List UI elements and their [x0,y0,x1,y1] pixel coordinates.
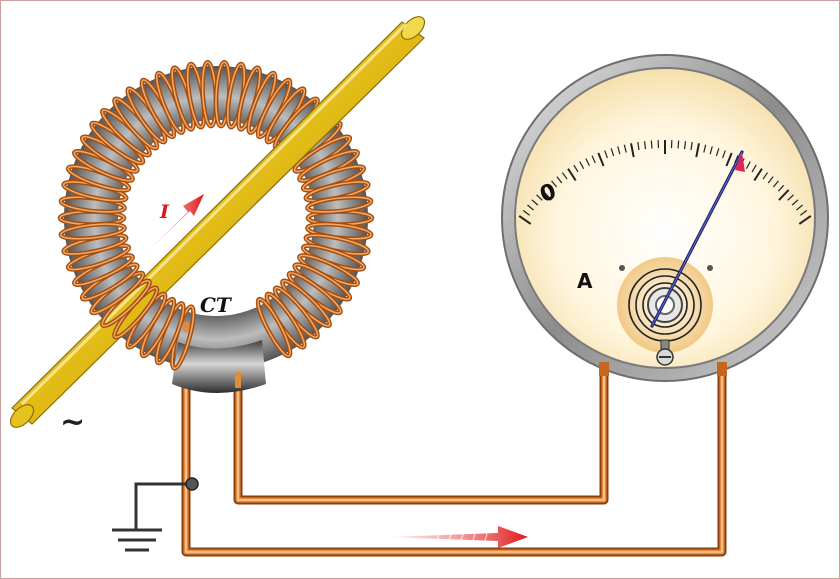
ac-source-symbol: ~ [60,405,85,440]
scale-minor-tick [637,142,640,151]
scale-minor-tick [522,209,530,216]
scale-minor-tick [623,144,627,153]
scale-minor-tick [722,150,726,159]
scale-minor-tick [791,199,799,206]
primary-current-arrow [134,194,204,264]
ground-junction-dot [185,477,199,491]
scale-minor-tick [551,180,558,188]
scale-minor-tick [591,155,596,164]
scale-minor-tick [677,140,680,149]
scale-minor-tick [527,204,535,211]
scale-minor-tick [573,164,579,173]
scale-minor-tick [772,180,779,188]
meter-terminal-right [717,362,727,376]
meter-unit-label: A [577,269,593,293]
scale-minor-tick [617,146,621,155]
scale-minor-tick [643,141,647,150]
scale-minor-tick [545,184,553,192]
meter-screw-left [619,265,625,271]
scale-minor-tick [709,146,713,155]
scale-minor-tick [579,161,585,170]
scale-minor-tick [777,184,785,192]
primary-conductor [9,16,426,428]
scale-minor-tick [795,204,803,211]
ammeter-dial-face [514,67,816,369]
meter-zero-label: 0 [537,179,559,208]
scale-minor-tick [762,172,769,180]
scale-major-tick [798,215,812,225]
scale-minor-tick [556,176,563,184]
scale-minor-tick [561,172,568,180]
current-label: I [159,201,170,223]
scale-minor-tick [650,140,653,149]
scale-minor-tick [604,150,608,159]
meter-screw-right [707,265,713,271]
ct-windings-front [58,221,196,371]
scale-major-tick [725,152,733,167]
scale-minor-tick [531,199,539,206]
scale-minor-tick [800,209,808,216]
winding-turn [306,196,372,213]
secondary-current-arrow [388,526,528,548]
scale-minor-tick [703,144,707,153]
ammeter: 0 A [501,54,829,382]
scale-minor-tick [610,148,615,157]
scale-minor-tick [787,194,794,201]
zero-adjust-screw [656,339,674,366]
ground-connection [112,477,199,552]
ct-label: CT [200,293,233,317]
winding-turn [257,298,291,357]
meter-needle [650,150,745,328]
scale-minor-tick [751,164,757,173]
secondary-wiring [181,325,727,557]
ct-core-band [172,340,266,393]
meter-terminal-left [599,362,609,376]
scale-minor-tick [536,194,543,201]
scale-major-tick [695,143,700,158]
scale-major-tick [567,168,577,182]
scale-minor-tick [690,142,693,151]
ammeter-scale [518,140,812,225]
scale-minor-tick [767,176,774,184]
scale-major-tick [630,143,635,158]
scale-major-tick [518,215,532,225]
scale-minor-tick [745,161,751,170]
scale-minor-tick [683,141,687,150]
coil-leads [183,322,241,388]
scale-minor-tick [715,148,720,157]
scale-major-tick [597,152,605,167]
scale-major-tick [540,189,552,201]
scale-major-tick [753,168,763,182]
winding-turn [60,223,126,240]
scale-minor-tick [585,158,590,166]
ct-windings [57,59,375,359]
scale-major-tick [778,189,790,201]
